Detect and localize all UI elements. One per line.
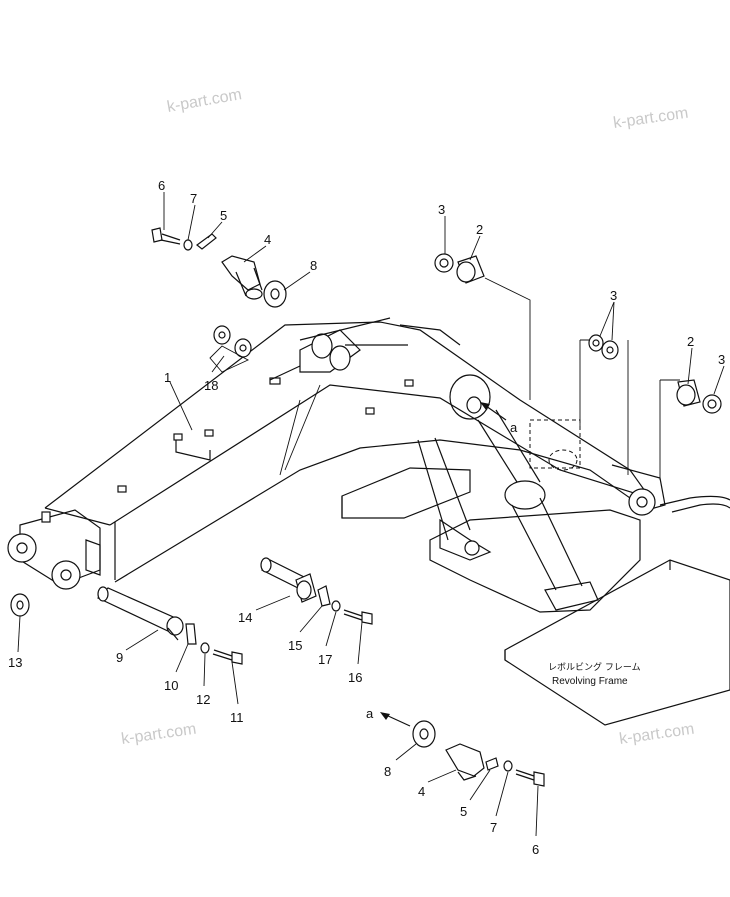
pin-14 <box>260 557 317 603</box>
washer-12 <box>200 642 210 654</box>
frame-label-en: Revolving Frame <box>552 676 628 687</box>
callout-2-right: 2 <box>687 334 694 349</box>
bolt-6-bottom <box>515 769 545 787</box>
callout-11: 11 <box>230 710 244 725</box>
dashed-region <box>529 419 581 469</box>
callout-13: 13 <box>8 655 22 670</box>
watermark-bottom-left: k-part.com <box>120 721 197 748</box>
callout-7-top: 7 <box>190 191 197 206</box>
bolt-11 <box>212 649 243 665</box>
frame-label-jp: レボルビング フレーム <box>548 661 641 673</box>
callout-9: 9 <box>116 650 123 665</box>
leader-lines <box>17 192 725 837</box>
washer-7-top <box>183 239 193 251</box>
pin-9 <box>96 586 184 641</box>
label-a-bottom: a <box>366 706 374 721</box>
shims-18 <box>209 325 252 373</box>
callout-4-bottom: 4 <box>418 784 425 799</box>
callout-3-right: 3 <box>718 352 725 367</box>
boom-body <box>7 317 666 590</box>
bushing-2-right <box>676 379 701 407</box>
watermark-bottom-right: k-part.com <box>618 721 695 748</box>
plate-15 <box>317 585 331 607</box>
callout-8-top: 8 <box>310 258 317 273</box>
callout-14: 14 <box>238 610 252 625</box>
callout-7-bottom: 7 <box>490 820 497 835</box>
callout-15: 15 <box>288 638 302 653</box>
callout-8-bottom: 8 <box>384 764 391 779</box>
washer-17 <box>331 600 341 612</box>
bushing-3-top <box>434 253 454 273</box>
callout-6-bottom: 6 <box>532 842 539 857</box>
bushing-2-top <box>456 255 485 284</box>
callout-12: 12 <box>196 692 210 707</box>
callout-3-top: 3 <box>438 202 445 217</box>
bushing-3-right <box>702 394 722 414</box>
callout-17: 17 <box>318 652 332 667</box>
pin-4-bottom <box>445 743 485 781</box>
dashed-bushing <box>548 449 578 471</box>
pin-4-top <box>221 255 263 300</box>
arrow-a-bottom <box>380 712 411 727</box>
callout-16: 16 <box>348 670 362 685</box>
plate-5-bottom <box>485 757 499 771</box>
callout-4-top: 4 <box>264 232 271 247</box>
bolt-16 <box>343 609 373 625</box>
washer-7-bottom <box>503 760 513 772</box>
bushing-3-mid <box>588 334 619 360</box>
watermark-top-right: k-part.com <box>612 105 689 132</box>
callout-18: 18 <box>204 378 218 393</box>
watermark-top-left: k-part.com <box>166 86 243 116</box>
callout-5-top: 5 <box>220 208 227 223</box>
plate-10 <box>185 623 197 645</box>
plate-5-top <box>196 233 217 250</box>
callout-1: 1 <box>164 370 171 385</box>
callout-3-mid: 3 <box>610 288 617 303</box>
arrow-a-top <box>480 402 507 421</box>
revolving-frame <box>341 467 730 726</box>
callout-10: 10 <box>164 678 178 693</box>
callout-6-top: 6 <box>158 178 165 193</box>
label-a-top: a <box>510 420 518 435</box>
callout-5-bottom: 5 <box>460 804 467 819</box>
bolt-6-top <box>151 227 181 245</box>
boom-cylinder <box>417 374 599 611</box>
callout-2-top: 2 <box>476 222 483 237</box>
